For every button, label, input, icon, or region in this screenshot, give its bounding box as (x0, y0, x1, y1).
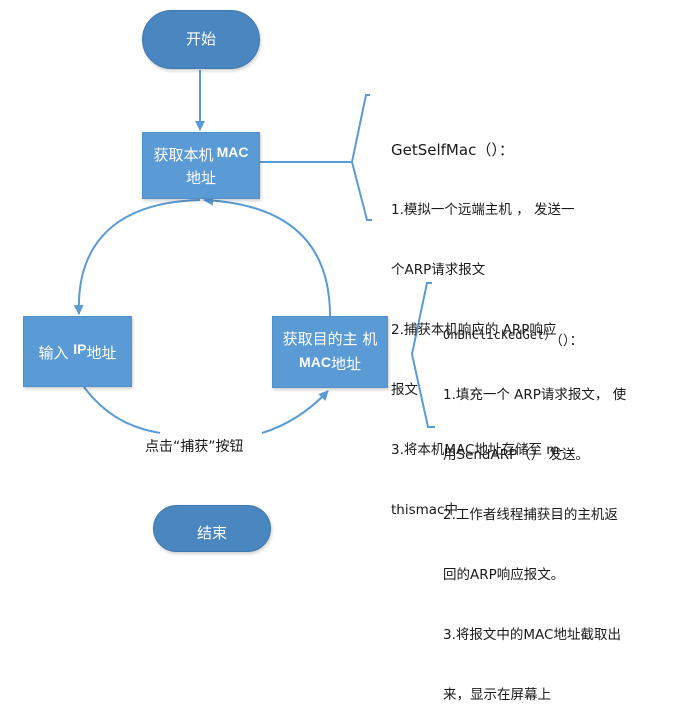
input-ip-label-pre: 输入 (38, 344, 69, 362)
connectors-layer (73, 70, 435, 434)
annotation-line: 来，显示在屏幕上 (443, 687, 551, 703)
get-self-mac-label-line1: 获取本机 (153, 146, 214, 164)
get-target-mac-node[interactable]: 获取目的主 机 MAC地址 (272, 316, 388, 388)
annotation-line: 回的ARP响应报文。 (443, 567, 565, 583)
get-self-mac-label-mac: MAC (216, 144, 249, 160)
annotation-line: 2.工作者线程捕获目的主机返 (443, 507, 618, 523)
get-self-mac-label-line2: 地址 (185, 169, 216, 187)
get-target-mac-label-line2: 地址 (330, 355, 361, 373)
edge-get-self-mac-to-input-ip (73, 199, 201, 315)
annotation-line: 1.填充一个 ARP请求报文， 使 (443, 387, 627, 403)
get-target-mac-annotation-title: OnBnClickedGet） (443, 328, 557, 342)
get-target-mac-annotation-title-suffix: （）： (556, 333, 584, 349)
get-target-mac-label-line1: 获取目的主 机 (282, 330, 378, 348)
start-label: 开始 (185, 30, 216, 48)
edge-input-ip-to-get-target-mac-b (261, 390, 329, 434)
annotation-line: 用SendARP（） 发送。 (443, 447, 590, 463)
end-node[interactable]: 结束 (153, 505, 271, 552)
input-ip-label-ip: IP (73, 341, 87, 357)
annotation-line: 报文 (391, 382, 418, 398)
end-label: 结束 (196, 524, 227, 542)
input-ip-node[interactable]: 输入 IP地址 (23, 316, 132, 387)
get-self-mac-annotation: GetSelfMac（）： 1.模拟一个远端主机 ， 发送一 个ARP请求报文 … (391, 100, 574, 540)
edge-input-ip-to-get-target-mac-a (83, 386, 161, 434)
edge-get-target-mac-to-get-self-mac (203, 195, 331, 317)
annotation-line: 1.模拟一个远端主机 ， 发送一 (391, 202, 575, 218)
annotation-brace-2 (410, 282, 435, 428)
annotation-line: 3.将报文中的MAC地址截取出 (443, 627, 621, 643)
annotation-line: thismac中 (391, 502, 458, 518)
input-ip-label-post: 地址 (86, 344, 117, 362)
get-target-mac-label-mac: MAC (299, 354, 331, 370)
get-self-mac-annotation-title: GetSelfMac（）： (391, 141, 514, 159)
get-target-mac-annotation: OnBnClickedGet）（）： 1.填充一个 ARP请求报文， 使 用Se… (443, 285, 626, 725)
annotation-line: 个ARP请求报文 (391, 262, 486, 278)
annotation-line: 3.将本机MAC地址存储至 m- (391, 442, 565, 458)
annotation-brace-1 (350, 94, 372, 221)
start-node[interactable]: 开始 (142, 10, 260, 69)
edge-label-capture-button: 点击“捕获”按钮 (145, 439, 244, 455)
annotation-line: 2.捕获本机响应的 ARP响应 (391, 322, 557, 338)
